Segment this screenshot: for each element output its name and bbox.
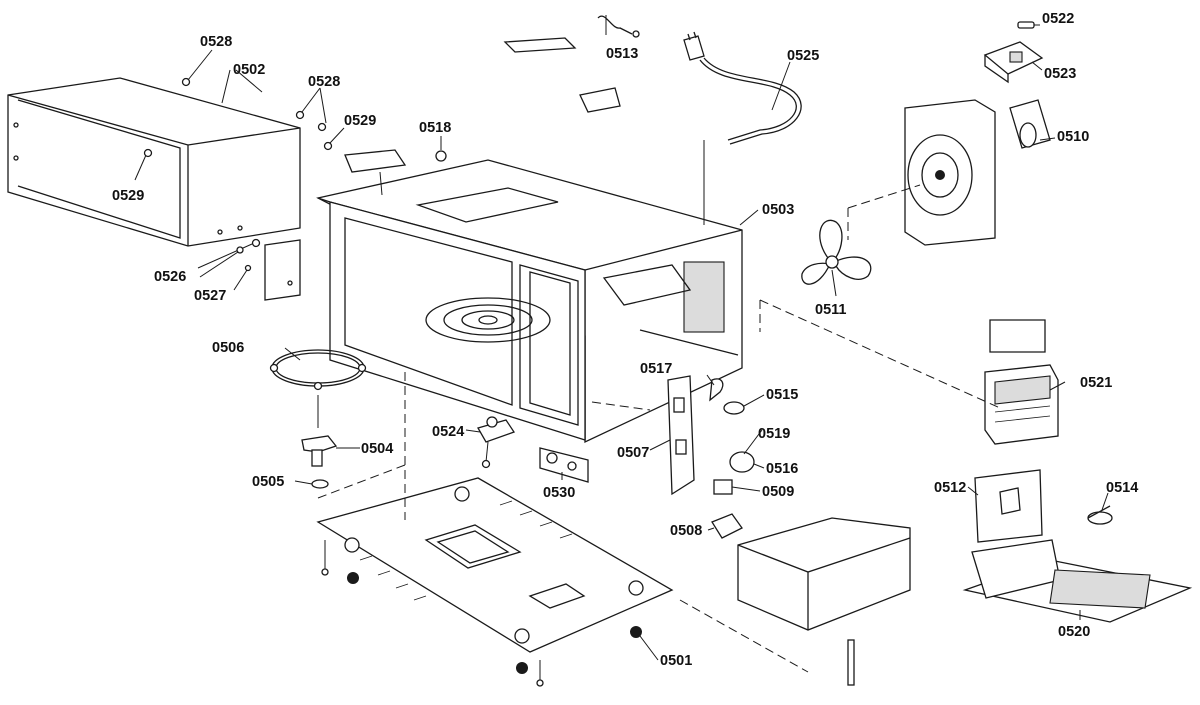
label-0523: 0523 [1044, 66, 1076, 82]
base-feet [321, 540, 642, 687]
label-0524: 0524 [432, 424, 464, 440]
outer-case [7, 77, 301, 247]
coupler [301, 435, 338, 489]
label-0525: 0525 [787, 48, 819, 64]
label-0509: 0509 [762, 484, 794, 500]
label-0516: 0516 [766, 461, 798, 477]
label-0527: 0527 [194, 288, 226, 304]
label-0503: 0503 [762, 202, 794, 218]
label-0517: 0517 [640, 361, 672, 377]
small-pcb [983, 21, 1044, 84]
label-0507: 0507 [617, 445, 649, 461]
motor-0524 [477, 416, 516, 469]
label-0529-right: 0529 [344, 113, 376, 129]
label-0504: 0504 [361, 441, 393, 457]
label-0502: 0502 [233, 62, 265, 78]
roller-ring [269, 349, 367, 391]
leader-lines [221, 15, 1109, 661]
label-0521: 0521 [1080, 375, 1112, 391]
label-0510: 0510 [1057, 129, 1089, 145]
hv-capacitor-0512 [974, 469, 1043, 543]
label-0519: 0519 [758, 426, 790, 442]
label-0511: 0511 [815, 302, 846, 318]
switch-bracket-0507 [667, 375, 695, 496]
magnetron [984, 319, 1059, 445]
duct-chassis [737, 517, 911, 686]
base-plate [316, 477, 674, 653]
transformer-board [962, 539, 1193, 623]
label-0529-left: 0529 [112, 188, 144, 204]
label-0528-right: 0528 [308, 74, 340, 90]
label-0506: 0506 [212, 340, 244, 356]
case-screws [134, 49, 345, 291]
leader-dashed-fan [847, 184, 921, 209]
label-0515: 0515 [766, 387, 798, 403]
hv-diode-0514 [1087, 505, 1113, 525]
label-0514: 0514 [1106, 480, 1138, 496]
fan-motor-housing [904, 99, 1051, 246]
label-0518: 0518 [419, 120, 451, 136]
label-0526: 0526 [154, 269, 186, 285]
fan-blade [801, 219, 872, 285]
side-bracket [264, 239, 301, 301]
top-small-parts [503, 15, 640, 113]
label-0520: 0520 [1058, 624, 1090, 640]
label-0505: 0505 [252, 474, 284, 490]
oven-cavity [316, 159, 743, 444]
label-0501: 0501 [660, 653, 692, 669]
dashed-assembly-lines [317, 208, 1001, 673]
part-0530 [539, 447, 589, 483]
switch-parts [709, 378, 755, 539]
bracket-0518 [344, 140, 447, 196]
label-0512: 0512 [934, 480, 966, 496]
part-labels: 0528 0502 0528 0529 0518 0529 0526 0527 … [112, 11, 1138, 669]
label-0530: 0530 [543, 485, 575, 501]
power-cord [683, 31, 802, 225]
label-0522: 0522 [1042, 11, 1074, 27]
label-0528-top: 0528 [200, 34, 232, 50]
label-0508: 0508 [670, 523, 702, 539]
label-0513: 0513 [606, 46, 638, 62]
